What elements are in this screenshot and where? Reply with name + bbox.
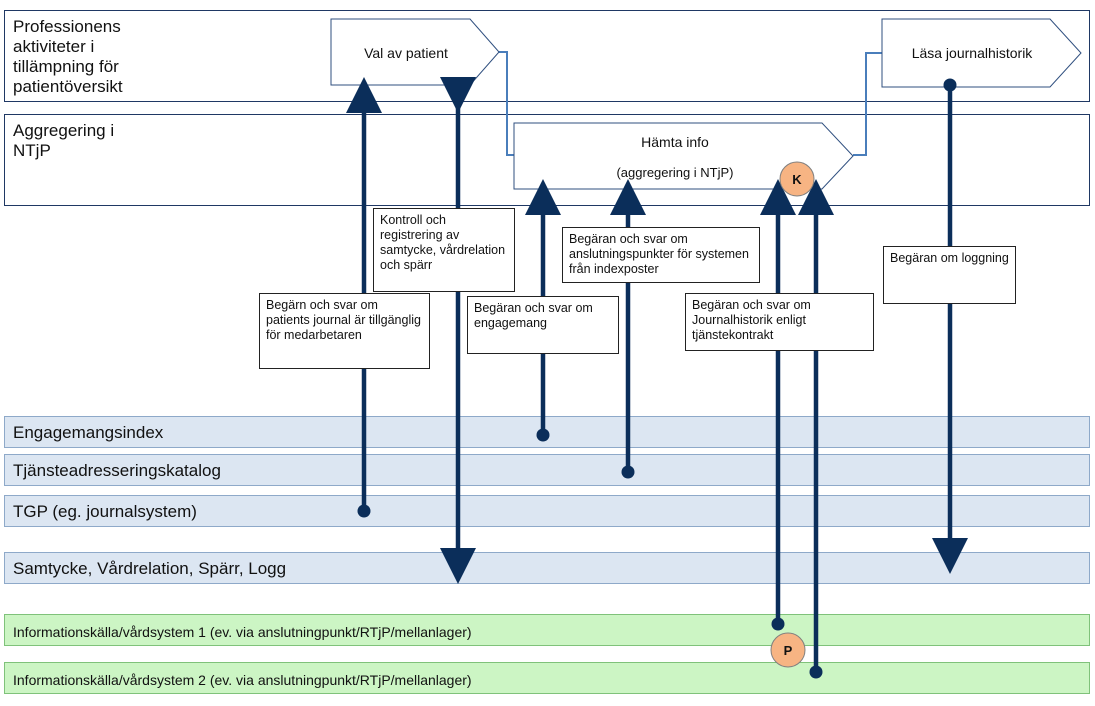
note-kontroll-samtycke: Kontroll och registrering av samtycke, v…	[373, 208, 515, 292]
process-lasa-journalhistorik-label: Läsa journalhistorik	[912, 45, 1034, 61]
lane-informationskalla-1-label: Informationskälla/vårdsystem 1 (ev. via …	[13, 624, 472, 640]
process-val-av-patient: Val av patient	[330, 18, 500, 86]
lane-tgp-label: TGP (eg. journalsystem)	[13, 502, 197, 521]
note-anslutningspunkter: Begäran och svar om anslutningspunkter f…	[562, 227, 760, 283]
dot-lasa-journalhistorik	[943, 78, 957, 92]
lane-samtycke-label: Samtycke, Vårdrelation, Spärr, Logg	[13, 559, 287, 578]
process-lasa-journalhistorik: Läsa journalhistorik	[881, 18, 1082, 88]
dot-system2	[809, 665, 823, 679]
lane-professionen-label: Professionens aktiviteter i tillämpning …	[13, 17, 123, 96]
dot-engagemangsindex	[536, 428, 550, 442]
lane-engagemangsindex-label: Engagemangsindex	[13, 423, 164, 442]
lane-tjansteadressering: Tjänsteadresseringskatalog	[4, 454, 1090, 486]
marker-p: P	[770, 632, 806, 668]
note-engagemang: Begäran och svar om engagemang	[467, 296, 619, 354]
dot-tgp	[357, 504, 371, 518]
process-val-av-patient-label: Val av patient	[364, 45, 448, 61]
lane-informationskalla-2: Informationskälla/vårdsystem 2 (ev. via …	[4, 662, 1090, 694]
lane-aggregering-label: Aggregering i NTjP	[13, 121, 115, 160]
lane-informationskalla-1: Informationskälla/vårdsystem 1 (ev. via …	[4, 614, 1090, 646]
connector-hamta-to-lasa	[853, 52, 882, 156]
dot-system1	[771, 617, 785, 631]
marker-k: K	[779, 161, 815, 197]
lane-informationskalla-2-label: Informationskälla/vårdsystem 2 (ev. via …	[13, 672, 472, 688]
process-hamta-info: Hämta info (aggregering i NTjP)	[513, 122, 854, 190]
marker-k-label: K	[792, 172, 802, 187]
dot-tjansteadressering	[621, 465, 635, 479]
lane-tjansteadressering-label: Tjänsteadresseringskatalog	[13, 461, 221, 480]
marker-p-label: P	[784, 643, 793, 658]
note-journalhistorik: Begäran och svar om Journalhistorik enli…	[685, 293, 874, 351]
process-hamta-info-subtitle: (aggregering i NTjP)	[616, 165, 733, 180]
lane-tgp: TGP (eg. journalsystem)	[4, 495, 1090, 527]
connector-val-to-hamta	[499, 51, 514, 156]
lane-samtycke: Samtycke, Vårdrelation, Spärr, Logg	[4, 552, 1090, 584]
process-hamta-info-title: Hämta info	[641, 134, 709, 150]
note-begarn-journal: Begärn och svar om patients journal är t…	[259, 293, 430, 369]
note-loggning: Begäran om loggning	[883, 246, 1016, 304]
